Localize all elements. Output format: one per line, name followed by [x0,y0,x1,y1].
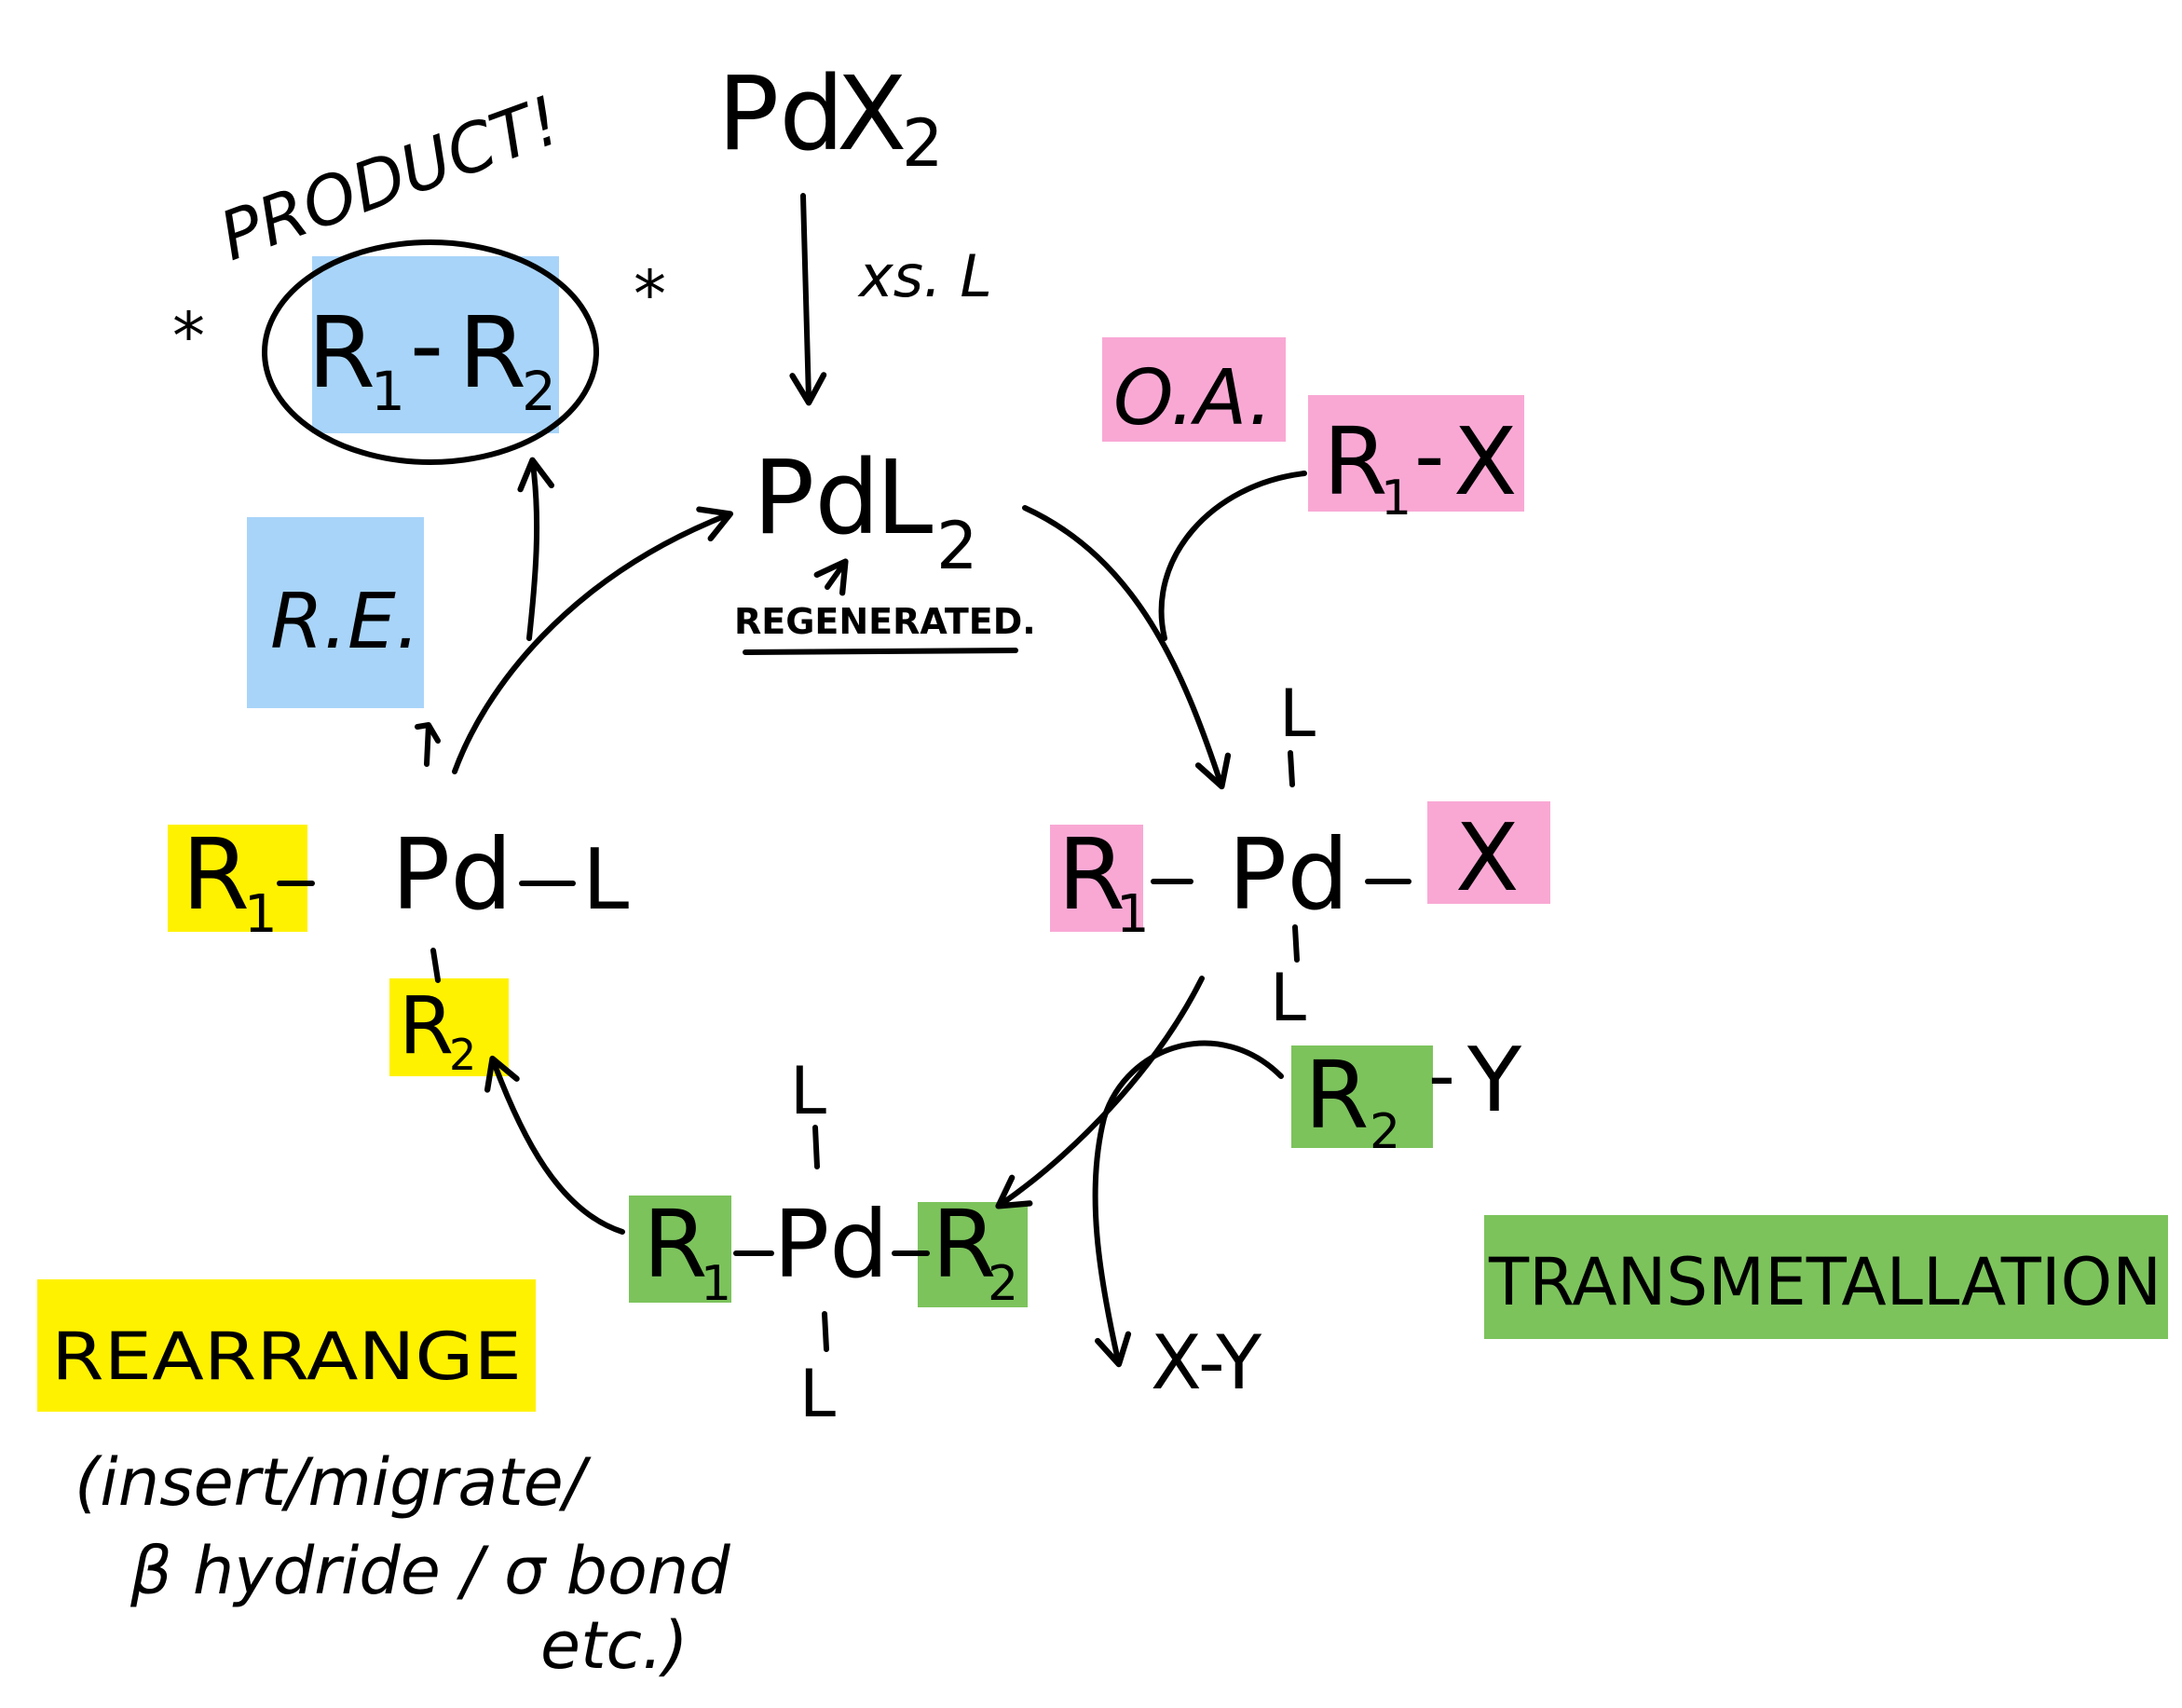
rearrange-note-3: etc.) [540,1607,689,1684]
r2y-sub: 2 [1370,1104,1400,1160]
tm-complex: L R 1 Pd R 2 L [643,1053,1018,1432]
product-r1-r2: R 1 - R 2 [307,291,556,423]
catalyst-pdl2: Pd L 2 [753,438,978,584]
rearrange-note-1: (insert/migrate/ [75,1444,592,1521]
rearr-complex-sub2: 2 [449,1030,476,1080]
arrow-oa-to-tm-complex [995,976,1205,1209]
transmetallation-label: TRANSMETALLATION [1488,1244,2162,1320]
re-highlight [247,517,424,708]
arrow-catalyst-to-oa-complex [1022,505,1232,790]
tm-complex-r1: R [643,1190,707,1299]
product-star-left: * [172,298,205,375]
rearr-complex-r: R [182,818,250,932]
r1x-x: X [1453,407,1518,516]
r1x-dash: - [1414,407,1444,505]
regenerated-note: REGENERATED. [734,601,1036,642]
tm-complex-sub1: 1 [701,1256,731,1312]
oa-complex-r1-highlight [1050,825,1143,932]
re-label: R.E. [270,578,420,666]
r2y-r: R [1304,1041,1369,1150]
reagent-r1x: R 1 - X [1323,407,1518,526]
pd-up-mark [415,722,441,767]
byproduct-xy: X-Y [1151,1319,1262,1406]
product-circle [262,239,599,465]
regenerated-pointer [813,558,849,596]
arrow-r2y-in-xy-out [1092,1040,1284,1368]
tm-complex-metal: Pd [773,1190,889,1299]
rearr-complex: R 1 Pd L R 2 [182,818,629,1080]
catalyst-count: 2 [936,508,978,584]
arrow-r1x-entry [1158,471,1307,641]
reagent-note: xs. L [857,242,992,310]
catalyst-ligand: L [876,438,933,557]
oa-complex-top-ligand: L [1279,676,1316,752]
arrow-re-to-product [517,457,555,641]
product-r2: R [458,296,526,410]
arrow-tm-to-rearr-complex [484,1055,625,1235]
rearr-complex-metal: Pd [391,818,512,932]
rearr-complex-sub: 1 [244,884,278,945]
oa-complex-x: X [1455,803,1520,912]
rearr-complex-bottom-bond [430,948,441,983]
oa-complex: L R 1 Pd X L [1057,676,1520,1036]
tm-complex-sub2: 2 [988,1256,1018,1312]
product-dash: - [410,291,443,400]
precursor-metal: Pd [717,54,844,173]
tm-complex-r2-highlight [918,1202,1028,1307]
r2y-highlight [1291,1045,1433,1148]
oa-complex-bottom-ligand: L [1270,960,1306,1036]
product-highlight [312,256,559,433]
tm-complex-r2: R [932,1190,996,1299]
rearrange-note-2: β hydride / σ bond [130,1533,730,1609]
oa-label: O.A. [1113,354,1273,443]
tm-complex-top-ligand: L [790,1053,826,1129]
rearr-complex-r2: R [399,980,454,1073]
product-star-right: * [634,256,666,333]
tm-complex-bottom-bond [822,1311,829,1352]
r2y-dash: - [1428,1032,1455,1119]
arrow-rearr-to-catalyst [452,506,734,774]
precursor-ligand: X [837,54,907,173]
oa-complex-x-highlight [1427,801,1550,904]
catalyst-metal: Pd [753,438,880,557]
r1x-highlight [1308,395,1524,512]
rearr-complex-r1-highlight [168,825,307,932]
reagent-r2y: R 2 - Y [1304,1030,1522,1160]
product-r1: R [307,296,375,410]
tm-complex-r1-highlight [629,1196,731,1303]
transmetallation-highlight [1484,1215,2168,1339]
r1x-sub: 1 [1381,471,1411,526]
product-r1-sub: 1 [371,360,405,423]
oa-complex-metal: Pd [1228,818,1349,932]
r1x-r: R [1323,407,1387,516]
rearrange-label: REARRANGE [51,1319,522,1395]
rearrange-highlight [37,1279,536,1412]
tm-complex-bottom-ligand: L [799,1356,836,1432]
precursor-count: 2 [902,105,944,182]
precursor-arrow [789,193,827,406]
regenerated-underline [743,648,1018,655]
precursor-pdx2: Pd X 2 [717,54,944,182]
r2y-y: Y [1466,1030,1522,1132]
oa-complex-r: R [1057,818,1125,932]
oa-complex-bottom-bond [1292,924,1300,963]
product-r2-sub: 2 [522,360,556,423]
rearr-complex-ligand: L [582,831,629,929]
tm-complex-top-bond [812,1125,820,1169]
oa-highlight [1102,337,1286,442]
oa-complex-sub: 1 [1116,884,1150,945]
oa-complex-top-bond [1288,750,1295,787]
